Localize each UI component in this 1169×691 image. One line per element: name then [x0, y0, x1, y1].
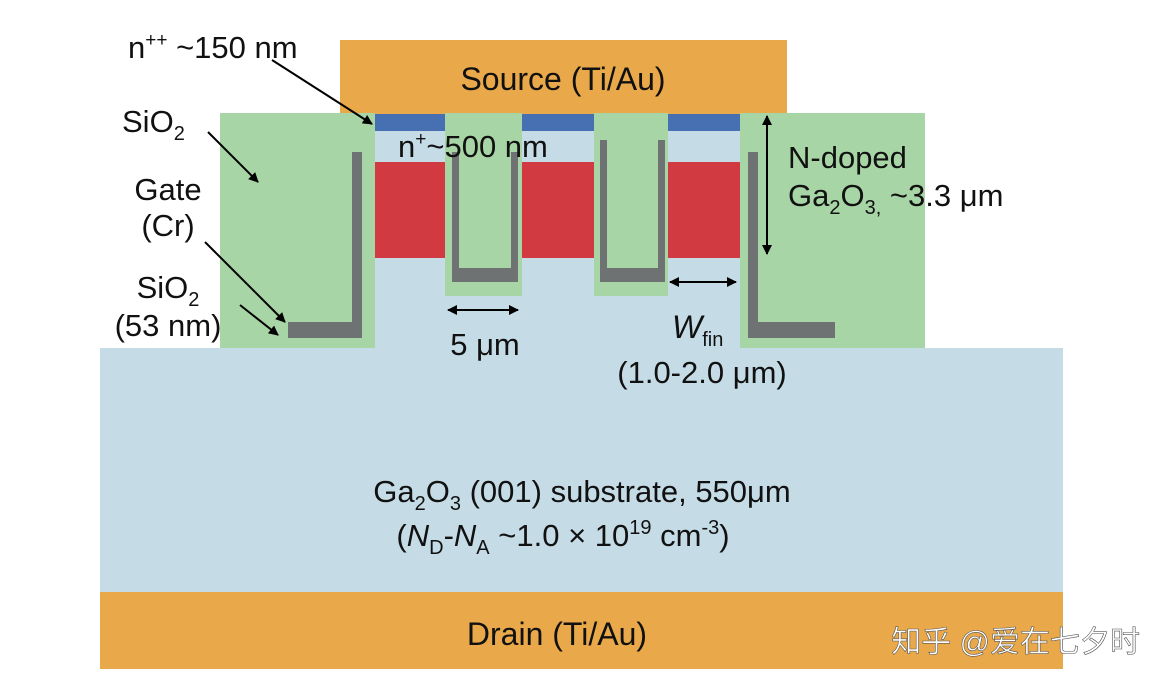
gate-trench — [600, 140, 665, 282]
trench-width-label: 5 μm — [450, 327, 520, 362]
drain-contact — [100, 592, 1063, 669]
fin-red-region — [375, 162, 445, 258]
npp-layer — [522, 114, 594, 131]
np-label: n+~500 nm — [398, 129, 548, 164]
watermark: 知乎 @爱在七夕时 — [891, 626, 1140, 659]
gate-label: Gate(Cr) — [134, 172, 201, 243]
fin-red-region — [668, 162, 740, 258]
sio2-label: SiO2 — [122, 104, 185, 145]
gate-left — [288, 152, 362, 338]
gate-arrow — [204, 241, 286, 323]
doping-label: (ND-NA ~1.0 × 1019 cm-3) — [396, 517, 729, 559]
gate-trench — [452, 152, 518, 282]
drain-label: Drain (Ti/Au) — [467, 616, 647, 652]
source-label: Source (Ti/Au) — [460, 61, 665, 97]
substrate — [100, 348, 1063, 593]
source-contact — [340, 40, 787, 115]
fin-red-region — [522, 162, 594, 258]
sio2-left — [220, 113, 375, 348]
npp-layer — [375, 114, 445, 131]
sio2-thin-label: SiO2(53 nm) — [115, 270, 222, 343]
npp-arrow — [271, 59, 373, 125]
wfin-label: Wfin — [672, 309, 723, 351]
npp-layer — [668, 114, 740, 131]
wfin-range-label: (1.0-2.0 μm) — [617, 355, 786, 390]
sio2-arrow — [207, 131, 259, 183]
substrate-label: Ga2O3 (001) substrate, 550μm — [373, 474, 790, 515]
sio2-thin-arrow — [239, 304, 279, 336]
npp-label: n++ ~150 nm — [128, 30, 298, 65]
gate-right — [748, 152, 835, 338]
